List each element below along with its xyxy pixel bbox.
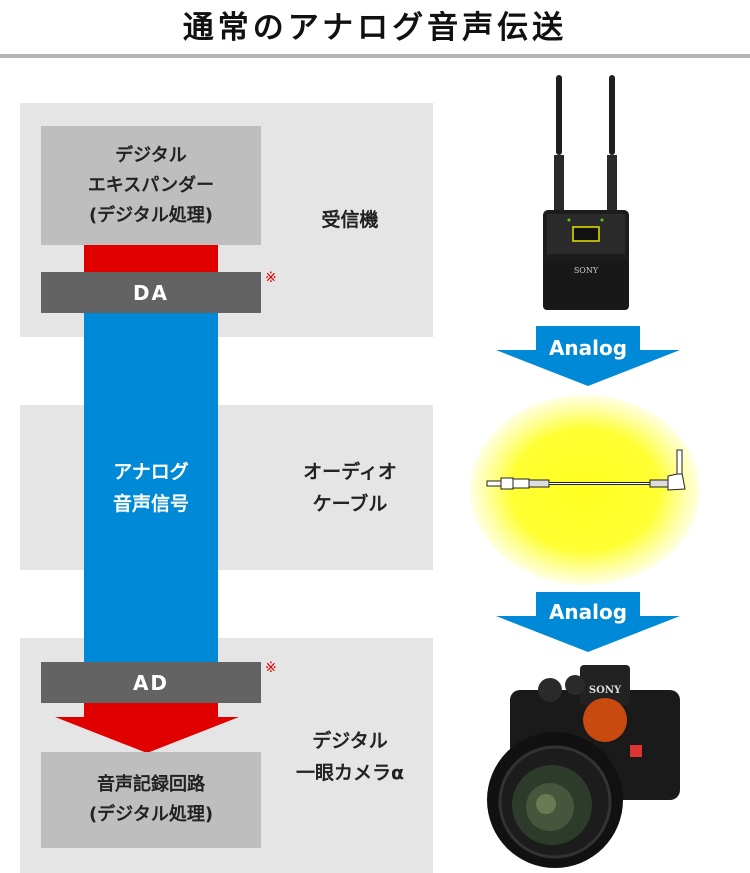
audio-cable-image — [486, 449, 686, 491]
digital-expander-line: エキスパンダー — [87, 174, 215, 196]
da-converter-bar: DA — [41, 272, 261, 313]
digital-signal-bar-top — [84, 245, 218, 272]
analog-arrow-1: Analog — [496, 326, 680, 386]
recording-circuit-line: 音声記録回路 — [97, 774, 205, 795]
camera-label-line: デジタル — [312, 730, 388, 752]
camera-label: デジタル 一眼カメラα — [280, 725, 420, 789]
ad-converter-bar: AD — [41, 662, 261, 703]
analog-signal-line: アナログ — [113, 461, 189, 483]
audio-cable-label: オーディオ ケーブル — [280, 456, 420, 520]
digital-expander-line: デジタル — [115, 144, 187, 166]
analog-signal-line: 音声信号 — [112, 493, 189, 515]
analog-arrow-1-label: Analog — [549, 336, 627, 360]
recording-circuit-line: (デジタル処理) — [88, 804, 214, 825]
note-mark-ad: ※ — [265, 660, 277, 676]
camera-brand: SONY — [589, 685, 622, 696]
analog-arrow-2-label: Analog — [549, 600, 627, 624]
digital-expander-box: デジタル エキスパンダー (デジタル処理) — [41, 126, 261, 245]
digital-signal-arrow — [55, 703, 239, 753]
cable-highlight-glow — [470, 395, 700, 585]
digital-expander-line: (デジタル処理) — [88, 204, 214, 226]
analog-arrow-2: Analog — [496, 592, 680, 652]
audio-cable-line: ケーブル — [312, 493, 388, 515]
note-mark-da: ※ — [265, 270, 277, 286]
title-divider — [0, 54, 750, 58]
audio-cable-line: オーディオ — [303, 461, 397, 483]
analog-signal-label: アナログ 音声信号 — [84, 456, 218, 520]
mirrorless-camera-image: SONY — [487, 665, 680, 868]
audio-recording-circuit-box: 音声記録回路 (デジタル処理) — [41, 752, 261, 848]
receiver-brand: SONY — [574, 266, 599, 275]
wireless-receiver-image: SONY — [543, 75, 629, 310]
analog-signal-bar — [84, 313, 218, 662]
camera-label-line: 一眼カメラα — [295, 762, 405, 784]
receiver-label: 受信機 — [321, 209, 379, 231]
page-title: 通常のアナログ音声伝送 — [182, 10, 568, 46]
